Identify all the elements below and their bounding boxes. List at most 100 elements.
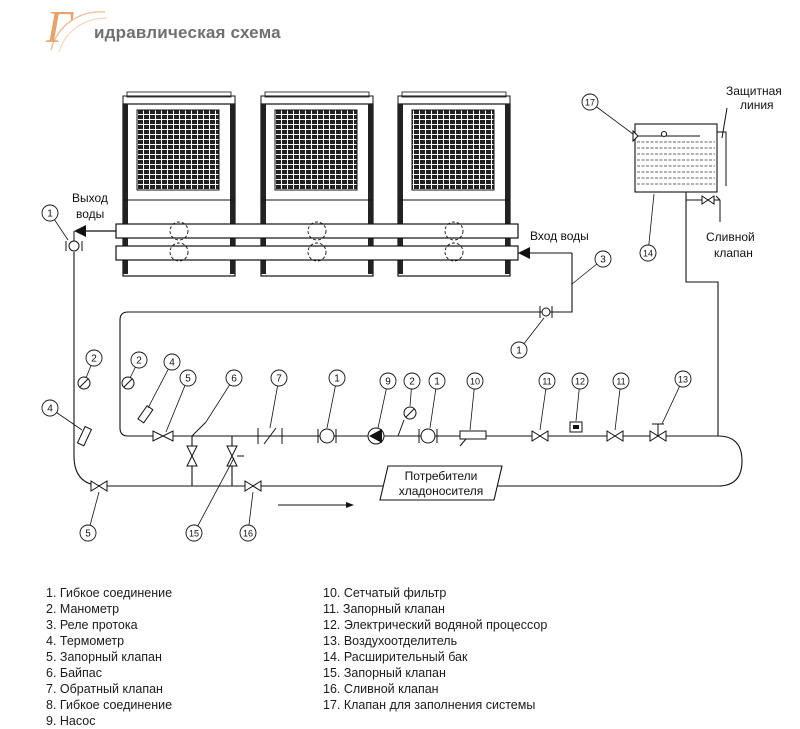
pump xyxy=(367,427,385,445)
legend-item: 17. Клапан для заполнения системы xyxy=(323,698,536,712)
callout-circle xyxy=(130,351,148,369)
protective-line-label-2: линия xyxy=(740,98,774,112)
callout-2: 2 xyxy=(85,349,103,379)
callout-number: 9 xyxy=(385,377,391,388)
callout-circle xyxy=(85,349,103,367)
callout-leader xyxy=(165,377,189,433)
callout-number: 12 xyxy=(575,377,585,387)
callout-number: 6 xyxy=(231,374,237,385)
legend-item: 7. Обратный клапан xyxy=(46,682,163,696)
shutoff-valve-11b xyxy=(606,430,624,442)
callout-number: 1 xyxy=(47,209,53,220)
legend-item: 5. Запорный клапан xyxy=(46,650,162,664)
legend-item: 6. Байпас xyxy=(46,666,103,680)
water-out-label-1: Выход xyxy=(72,191,108,205)
callout-4: 4 xyxy=(41,399,83,431)
flexible-joint-outlet xyxy=(65,240,83,252)
callout-leader xyxy=(269,377,280,429)
water-inlet: Вход воды xyxy=(518,229,589,259)
chiller-module-3 xyxy=(397,91,511,277)
consumers-label-1: Потребители xyxy=(405,469,478,483)
callout-5: 5 xyxy=(79,491,100,542)
water-outlet: Выход воды xyxy=(72,191,116,244)
swirl-ornament-icon xyxy=(50,11,108,53)
legend-item: 15. Запорный клапан xyxy=(323,666,446,680)
consumers-label-2: хладоносителя xyxy=(399,484,484,498)
callout-circle xyxy=(41,399,59,417)
callout-number: 3 xyxy=(600,255,606,266)
chiller-module-2 xyxy=(260,91,374,277)
legend-item: 16. Сливной клапан xyxy=(323,682,439,696)
callout-leader xyxy=(589,101,634,135)
callout-12: 12 xyxy=(571,372,589,422)
thermometer-left xyxy=(76,425,93,447)
callout-14: 14 xyxy=(639,193,657,262)
callout-leader xyxy=(147,361,173,409)
callout-11: 11 xyxy=(612,372,630,431)
callout-circle xyxy=(270,369,288,387)
legend-item: 12. Электрический водяной процессор xyxy=(323,618,548,632)
callout-circle xyxy=(41,204,59,222)
callout-number: 11 xyxy=(616,377,625,387)
callout-circle xyxy=(185,524,203,542)
manometer-inner xyxy=(121,376,135,390)
callout-number: 16 xyxy=(243,529,253,539)
callout-number: 15 xyxy=(189,529,199,539)
callout-number: 11 xyxy=(542,377,551,387)
callout-1: 1 xyxy=(428,372,446,429)
callout-2: 2 xyxy=(129,351,148,379)
legend-item: 13. Воздухоотделитель xyxy=(323,634,458,648)
callout-leader xyxy=(326,377,338,429)
callout-circle xyxy=(379,372,397,390)
callout-1: 1 xyxy=(510,317,545,359)
callout-13: 13 xyxy=(661,370,692,425)
callout-circle xyxy=(225,369,243,387)
callout-leader xyxy=(193,457,235,534)
consumers-box: Потребители хладоносителя xyxy=(379,465,503,501)
legend-item: 11. Запорный клапан xyxy=(323,602,445,616)
callout-circle xyxy=(612,372,630,390)
callout-number: 1 xyxy=(434,377,440,388)
callout-number: 1 xyxy=(334,374,340,385)
callout-10: 10 xyxy=(466,372,484,431)
water-out-label-2: воды xyxy=(76,207,104,221)
callout-2: 2 xyxy=(403,372,421,407)
callout-number: 4 xyxy=(169,358,175,369)
callout-circle xyxy=(594,250,612,268)
thermometer-inner xyxy=(137,405,154,424)
flow-direction-arrow xyxy=(278,502,354,508)
callout-number: 2 xyxy=(409,377,415,388)
callout-circle xyxy=(538,372,556,390)
manometer-left xyxy=(77,376,91,390)
callout-circle xyxy=(428,372,446,390)
callout-number: 2 xyxy=(136,356,142,367)
callout-number: 10 xyxy=(470,377,480,387)
air-separator xyxy=(649,423,667,442)
callout-circle xyxy=(328,369,346,387)
callout-1: 1 xyxy=(326,369,346,429)
callout-number: 17 xyxy=(585,98,595,108)
legend-item: 1. Гибкое соединение xyxy=(46,586,173,600)
shutoff-valve-inner xyxy=(152,430,174,442)
water-in-label: Вход воды xyxy=(530,229,589,243)
callout-1: 1 xyxy=(41,204,69,241)
legend-item: 2. Манометр xyxy=(46,602,120,616)
callout-15: 15 xyxy=(185,457,235,542)
callout-number: 5 xyxy=(85,529,91,540)
callout-3: 3 xyxy=(571,250,612,285)
callout-circle xyxy=(403,372,421,390)
callout-16: 16 xyxy=(239,491,257,542)
callout-number: 7 xyxy=(276,374,282,385)
callout-circle xyxy=(639,244,657,262)
callout-17: 17 xyxy=(581,93,634,135)
legend-item: 14. Расширительный бак xyxy=(323,650,468,664)
hydraulic-diagram: Выход воды Вход воды xyxy=(41,84,782,542)
legend-item: 9. Насос xyxy=(46,714,96,728)
callout-leader xyxy=(647,193,655,254)
callout-9: 9 xyxy=(377,372,397,429)
legend-item: 4. Термометр xyxy=(46,634,125,648)
callout-circle xyxy=(466,372,484,390)
